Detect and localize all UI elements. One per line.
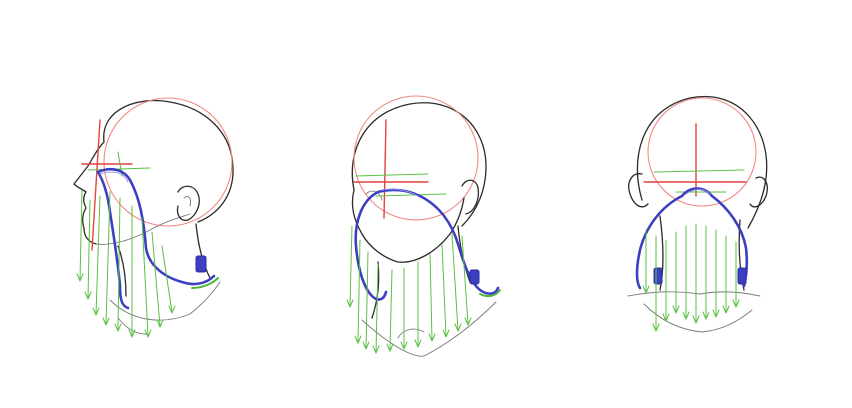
earphone-cord-left <box>354 190 388 301</box>
collar-line <box>361 301 497 357</box>
face-outline <box>351 189 465 263</box>
ear-left <box>628 173 649 208</box>
guide-vertical <box>383 119 387 219</box>
head-three-quarter <box>346 95 501 357</box>
gravity-arrows <box>346 225 472 354</box>
cord-plug-left <box>653 267 663 285</box>
cord-plug <box>469 269 480 285</box>
ear <box>461 179 480 215</box>
gravity-arrows <box>76 189 176 338</box>
head-side-profile <box>73 97 234 338</box>
cranium-outline <box>636 95 768 229</box>
ear-right <box>749 176 768 208</box>
collar-line <box>109 281 221 321</box>
cord-plug-right <box>737 267 747 285</box>
guide-circle <box>103 97 233 227</box>
neck-back <box>195 223 211 279</box>
head-back-view <box>627 95 768 333</box>
face-profile <box>73 141 105 245</box>
cord-plug <box>195 255 207 273</box>
earphone-cord <box>680 187 749 288</box>
collar-line <box>627 291 761 297</box>
cranium-outline <box>103 99 234 223</box>
guide-circle <box>647 97 757 207</box>
earphone-cord-left <box>96 170 130 310</box>
cranium-outline <box>351 102 487 227</box>
jaw-line <box>95 213 191 245</box>
earphone-cord <box>96 167 216 286</box>
earphone-cord-left <box>635 194 684 290</box>
gravity-arrows <box>642 223 740 332</box>
guide-circle <box>353 95 479 221</box>
earphone-cord <box>376 188 500 295</box>
ear <box>176 185 200 221</box>
guide-vertical <box>91 119 101 251</box>
